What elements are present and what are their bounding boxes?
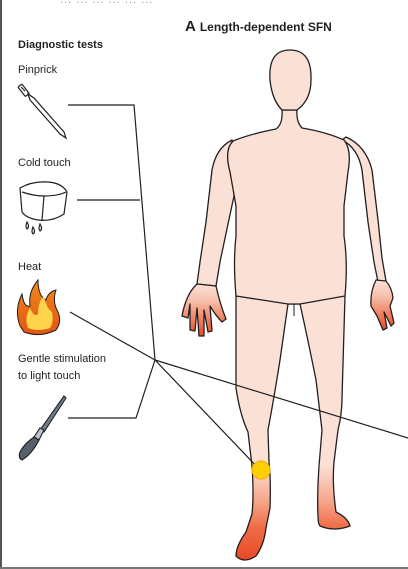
torso (228, 110, 350, 304)
paintbrush-icon (19, 396, 66, 460)
right-hand (371, 280, 394, 330)
human-figure (182, 50, 394, 560)
legs (236, 296, 350, 560)
heat-connector (70, 312, 155, 360)
head (270, 50, 311, 110)
pinprick-connector (68, 105, 155, 360)
flame-icon (17, 280, 59, 335)
pin-icon (18, 84, 66, 138)
ice-cube-icon (20, 182, 67, 234)
left-hand (182, 284, 226, 336)
test-site-marker (252, 461, 270, 479)
gentle-stimulation-connector (68, 360, 155, 418)
